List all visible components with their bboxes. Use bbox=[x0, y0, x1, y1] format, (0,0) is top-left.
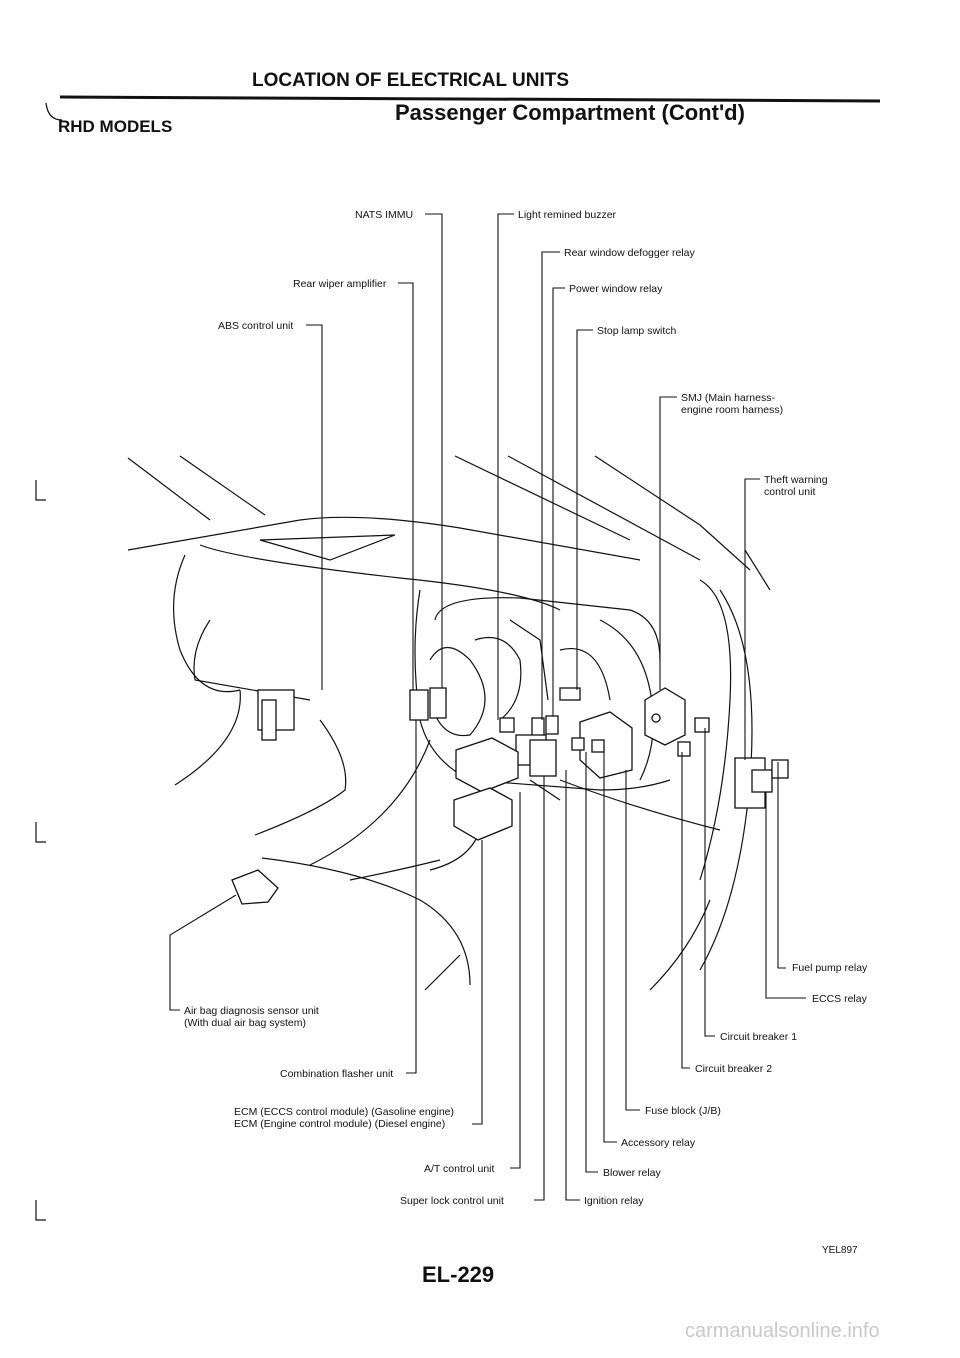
callout-air-bag-line2: (With dual air bag system) bbox=[184, 1017, 306, 1029]
callout-theft-line2: control unit bbox=[764, 486, 816, 498]
section-title: LOCATION OF ELECTRICAL UNITS bbox=[252, 70, 570, 91]
callout-circuit-breaker-1: Circuit breaker 1 bbox=[720, 1031, 798, 1043]
callout-nats-immu: NATS IMMU bbox=[355, 209, 414, 221]
watermark: carmanualsonline.info bbox=[685, 1320, 880, 1342]
callout-fuse-block: Fuse block (J/B) bbox=[645, 1105, 721, 1117]
callout-smj-line2: engine room harness) bbox=[681, 404, 784, 416]
callout-fuel-pump-relay: Fuel pump relay bbox=[792, 962, 868, 974]
callout-stop-lamp-switch: Stop lamp switch bbox=[597, 325, 677, 337]
page-number: EL-229 bbox=[422, 1262, 495, 1287]
models-label: RHD MODELS bbox=[58, 117, 173, 136]
header-rule bbox=[59, 95, 881, 103]
callout-eccs-relay: ECCS relay bbox=[812, 993, 867, 1005]
callout-circuit-breaker-2: Circuit breaker 2 bbox=[695, 1063, 773, 1075]
callout-ecm-line2: ECM (Engine control module) (Diesel engi… bbox=[234, 1118, 446, 1130]
callout-theft-line1: Theft warning bbox=[764, 474, 828, 486]
corner-mark bbox=[45, 102, 63, 121]
callout-light-remined-buzzer: Light remined buzzer bbox=[518, 209, 617, 221]
leader-lines bbox=[169, 213, 806, 1201]
callout-at-control-unit: A/T control unit bbox=[424, 1163, 495, 1175]
binder-mark bbox=[35, 822, 46, 843]
component-shapes bbox=[231, 687, 789, 905]
dashboard-drawing bbox=[127, 455, 771, 991]
binder-mark bbox=[35, 1200, 46, 1221]
callout-combination-flasher-unit: Combination flasher unit bbox=[280, 1068, 394, 1080]
callout-blower-relay: Blower relay bbox=[603, 1167, 661, 1179]
callout-smj-line1: SMJ (Main harness- bbox=[681, 392, 775, 404]
callout-air-bag-line1: Air bag diagnosis sensor unit bbox=[184, 1005, 319, 1017]
callout-ecm-line1: ECM (ECCS control module) (Gasoline engi… bbox=[234, 1106, 455, 1118]
callout-ignition-relay: Ignition relay bbox=[584, 1195, 644, 1207]
page-subtitle: Passenger Compartment (Cont'd) bbox=[395, 100, 745, 125]
callout-rear-window-defogger-relay: Rear window defogger relay bbox=[564, 247, 695, 259]
figure-code: YEL897 bbox=[822, 1245, 858, 1256]
callout-super-lock-control-unit: Super lock control unit bbox=[400, 1195, 504, 1207]
callout-abs-control-unit: ABS control unit bbox=[218, 320, 294, 332]
callout-power-window-relay: Power window relay bbox=[569, 283, 663, 295]
callout-rear-wiper-amplifier: Rear wiper amplifier bbox=[293, 278, 387, 290]
binder-mark bbox=[35, 480, 46, 501]
callout-accessory-relay: Accessory relay bbox=[621, 1137, 696, 1149]
